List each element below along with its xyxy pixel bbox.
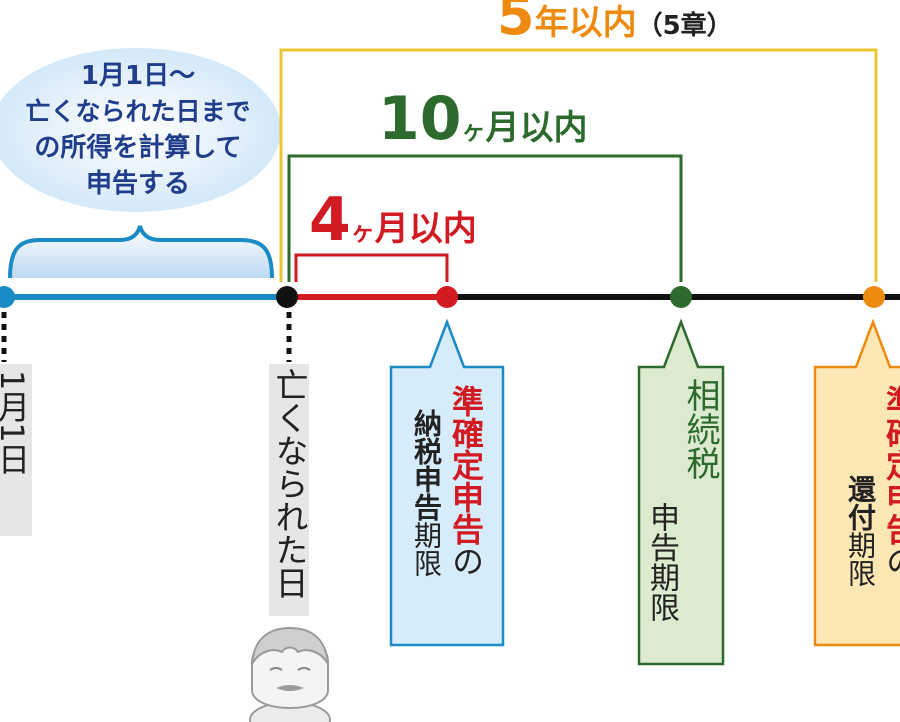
five-year-label: 5年以内（5章） <box>497 0 733 47</box>
callout-souzoku-kigen: 申告期限 <box>644 502 679 622</box>
jan1-label-text: 1月1日 <box>0 370 31 475</box>
brace-line <box>8 225 274 279</box>
callout-kanpu-col1: 準確定申告の <box>881 385 900 577</box>
jan1-label-box <box>0 364 32 536</box>
four-month-number: 4 <box>309 185 351 255</box>
cloud-text: 1月1日〜 亡くなられた日まで の所得を計算して 申告する <box>0 58 276 202</box>
cloud-line-4: 申告する <box>85 169 190 199</box>
callout-jun-kakutei-nouzei: 納税申告 <box>410 409 443 521</box>
callout-souzoku-col1: 相続税 <box>680 378 720 480</box>
five-year-dot <box>863 286 885 308</box>
callout-souzoku: 相続税 申告期限 <box>641 378 721 662</box>
callout-jun-kakutei-col2: 納税申告期限 <box>410 409 443 577</box>
ten-month-bracket <box>287 154 683 282</box>
callout-kanpu-kigen: 期限 <box>844 531 877 587</box>
four-month-bracket <box>294 253 449 282</box>
cloud-shape <box>0 48 281 212</box>
callout-jun-kakutei-title: 準確定申告 <box>447 385 485 545</box>
death-label-box <box>269 364 309 616</box>
four-month-text: 月以内 <box>374 209 477 249</box>
jan1-dot <box>0 286 15 308</box>
ten-month-number: 10 <box>378 84 462 154</box>
callout-kanpu-no: の <box>881 545 900 577</box>
callout-kanpu-title: 準確定申告 <box>881 385 900 545</box>
callout-kanpu-col2: 還付期限 <box>844 475 877 587</box>
five-year-bracket <box>279 48 878 282</box>
callout-jun-kakutei-no: の <box>447 545 485 577</box>
five-year-note: （5章） <box>636 11 733 41</box>
jan1-label: 1月1日 <box>0 370 32 532</box>
callout-souzoku-shape <box>637 318 725 666</box>
ten-month-small: ヶ <box>461 117 486 145</box>
ten-month-dot <box>670 286 692 308</box>
five-year-number: 5 <box>497 0 535 47</box>
callout-kanpu-kanpu: 還付 <box>844 475 877 531</box>
ten-month-label: 10ヶ月以内 <box>378 84 588 154</box>
callout-jun-kakutei-shape <box>389 318 505 647</box>
cloud-line-3: の所得を計算して <box>34 133 242 163</box>
callout-kanpu-shape <box>813 318 900 647</box>
four-month-dot <box>436 286 458 308</box>
brace-fill <box>10 226 272 278</box>
four-month-small: ヶ <box>350 218 375 246</box>
callout-souzoku-title: 相続税 <box>680 378 720 480</box>
callout-jun-kakutei-kigen: 期限 <box>410 521 443 577</box>
callout-jun-kakutei-col1: 準確定申告の <box>447 385 485 577</box>
callout-souzoku-col2: 申告期限 <box>644 502 679 622</box>
cloud-line-2: 亡くなられた日まで <box>25 97 251 126</box>
callout-jun-kakutei: 準確定申告の 納税申告期限 <box>393 385 501 643</box>
five-year-text: 年以内 <box>534 3 637 43</box>
death-dot <box>276 286 298 308</box>
callout-kanpu: 準確定申告の 還付期限 <box>817 385 900 643</box>
deceased-person-illustration <box>249 626 331 722</box>
death-label: 亡くなられた日 <box>269 368 309 614</box>
death-label-text: 亡くなられた日 <box>270 368 309 599</box>
four-month-label: 4ヶ月以内 <box>309 185 477 255</box>
cloud-line-1: 1月1日〜 <box>80 61 196 91</box>
ten-month-text: 月以内 <box>485 108 588 148</box>
